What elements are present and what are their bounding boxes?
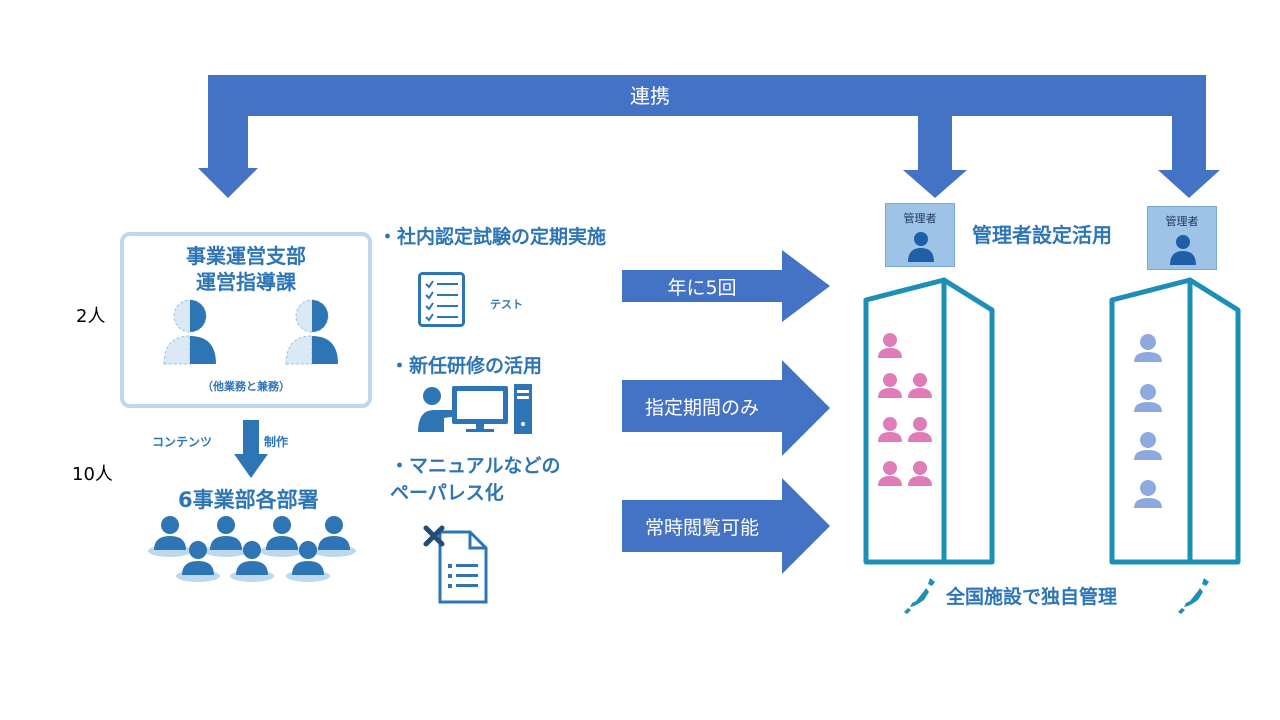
- arrow-always-label: 常時閲覧可能: [644, 516, 759, 539]
- admin-person-icon: [1170, 235, 1196, 265]
- facilities-caption: 全国施設で独自管理: [946, 586, 1118, 608]
- pink-staff-icons: [878, 333, 932, 486]
- admin-badge-label: 管理者: [903, 212, 937, 225]
- admin-badge-left: 管理者: [885, 203, 955, 267]
- dept-staff-count: 2人: [76, 306, 106, 327]
- department-title-line1: 事業運営支部: [186, 244, 306, 268]
- department-note: （他業務と兼務）: [202, 380, 290, 393]
- arrow-period: [622, 360, 830, 456]
- divisions-title: 6事業部各部署: [178, 488, 319, 512]
- admin-setting-text: 管理者設定活用: [972, 223, 1112, 247]
- down-arrow: [234, 420, 268, 478]
- japan-map-icon: [904, 578, 935, 614]
- staff-person-icon: [163, 299, 216, 365]
- production-label: 制作: [264, 435, 289, 449]
- initiative-1: ・社内認定試験の定期実施: [378, 222, 606, 249]
- department-box: [120, 232, 372, 408]
- initiative-3: ・マニュアルなどの: [390, 451, 560, 478]
- bullet: ・: [390, 355, 410, 377]
- department-title-line2: 運営指導課: [196, 270, 296, 294]
- facility-building-right: [1109, 277, 1241, 565]
- admin-badge-right: 管理者: [1147, 206, 1217, 270]
- initiative-3-text-line2: ペーパレス化: [390, 482, 504, 504]
- admin-person-icon: [908, 232, 934, 262]
- arrow-always: [622, 478, 830, 574]
- cooperation-label: 連携: [630, 84, 670, 108]
- initiative-3-text: マニュアルなどの: [409, 455, 561, 477]
- arrow-annual: [622, 250, 830, 322]
- arrow-annual-label: 年に5回: [667, 276, 737, 299]
- japan-map-icon: [1178, 578, 1209, 614]
- bullet: ・: [390, 455, 410, 477]
- paperless-document-icon: [423, 525, 488, 604]
- initiative-2-text: 新任研修の活用: [409, 355, 543, 377]
- bullet: ・: [378, 226, 398, 248]
- division-staff-count: 10人: [72, 464, 113, 485]
- initiative-2: ・新任研修の活用: [390, 351, 542, 378]
- content-label: コンテンツ: [152, 435, 213, 449]
- staff-person-icon: [285, 299, 338, 365]
- initiative-1-text: 社内認定試験の定期実施: [397, 226, 607, 248]
- light-staff-icons: [1134, 334, 1162, 508]
- group-people-icon: [148, 516, 356, 582]
- test-label: テスト: [490, 298, 523, 311]
- arrow-period-label: 指定期間のみ: [644, 396, 759, 419]
- admin-badge-label: 管理者: [1165, 215, 1199, 228]
- computer-training-icon: [418, 384, 532, 434]
- checklist-icon: [418, 272, 465, 327]
- facility-building-left: [863, 277, 995, 565]
